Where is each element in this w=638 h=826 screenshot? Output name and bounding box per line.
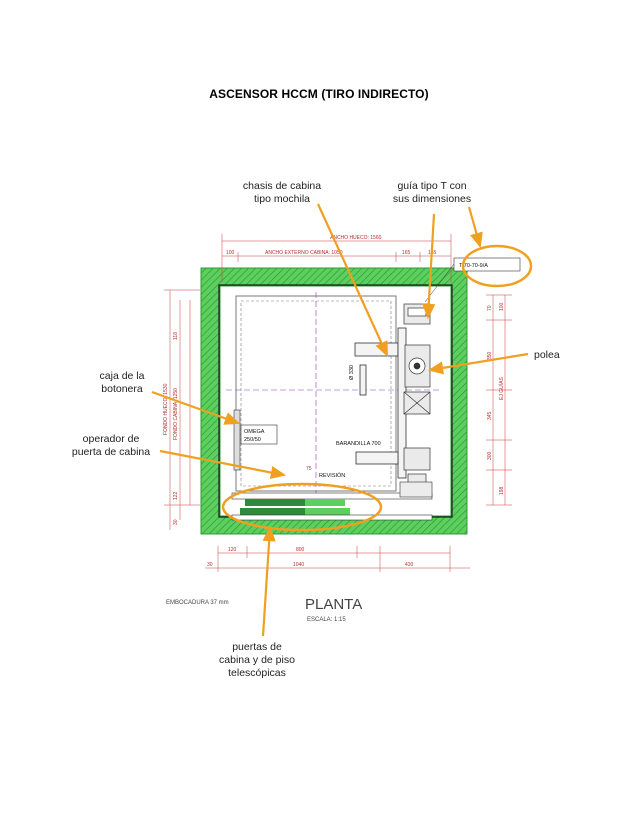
doors-highlight [221,482,383,532]
right-dimensions [486,294,512,506]
dim-left-30: 30 [173,519,179,525]
page-title: ASCENSOR HCCM (TIRO INDIRECTO) [209,87,429,101]
dim-ancho-hueco: ANCHO HUECO: 1560 [330,235,382,241]
omega-label-1: OMEGA [244,429,265,435]
dim-75: 75 [306,466,312,472]
operador-label-2: puerta de cabina [72,446,150,458]
embocadura-label: EMBOCADURA 37 mm [166,600,229,606]
dim-fondo-hueco: FONDO HUECO: 1530 [163,383,169,435]
cabin [226,292,440,500]
guia-label-1: guía tipo T con [397,180,466,192]
guide-tag-box [453,257,521,272]
dim-r-300: 300 [487,451,493,460]
dim-120: 120 [228,547,237,553]
dim-100: 100 [226,250,235,256]
annotation-arrows [151,203,529,637]
phi-330: Ø 330 [349,365,355,380]
dim-r-345: 345 [487,411,493,420]
dim-1040: 1040 [293,562,304,568]
chassis-backpack [354,327,407,479]
dim-430: 430 [405,562,414,568]
chasis-label-2: tipo mochila [254,193,310,205]
escala-label: ESCALA: 1:15 [307,617,346,623]
guide-tag-highlight [461,244,533,288]
top-dimensions [221,234,452,282]
puertas-label-1: puertas de [232,641,282,653]
caja-label-2: botonera [101,383,143,395]
dim-122: 122 [173,491,179,500]
omega-label-2: 250/50 [244,437,261,443]
puertas-label-3: telescópicas [228,667,286,679]
telescopic-doors [231,481,433,521]
dim-800: 800 [296,547,305,553]
guia-label-2: sus dimensiones [393,193,471,205]
dim-118: 118 [173,332,179,340]
dim-165: 165 [402,250,411,256]
polea-label: polea [534,349,560,361]
guide-tag: T 70-70-9/A [459,263,488,269]
dim-ancho-externo: ANCHO EXTERNO CABINA: 1050 [265,250,343,256]
dim-30: 30 [207,562,213,568]
omega-box [240,424,278,445]
dim-r-100: 100 [499,302,505,311]
caja-label-1: caja de la [100,370,145,382]
dim-r-198: 198 [499,486,505,495]
chasis-label-1: chasis de cabina [243,180,321,192]
nivel-label: REVISIÓN [319,472,345,479]
barandilla-label: BARANDILLA 700 [336,441,381,447]
operator-box [233,409,241,471]
dim-fondo-cabina: FONDO CABINA: 1250 [173,388,179,440]
puertas-label-2: cabina y de piso [219,654,295,666]
operador-label-1: operador de [83,433,140,445]
guide-rail-and-pulley [403,303,431,485]
dim-r-350: 350 [487,351,493,360]
left-dimensions [164,289,200,530]
planta-label: PLANTA [305,596,362,613]
dim-r-70: 70 [487,305,493,311]
bottom-dimensions [205,546,470,572]
dim-ej-guias: EJ GUÍAS [498,377,505,400]
